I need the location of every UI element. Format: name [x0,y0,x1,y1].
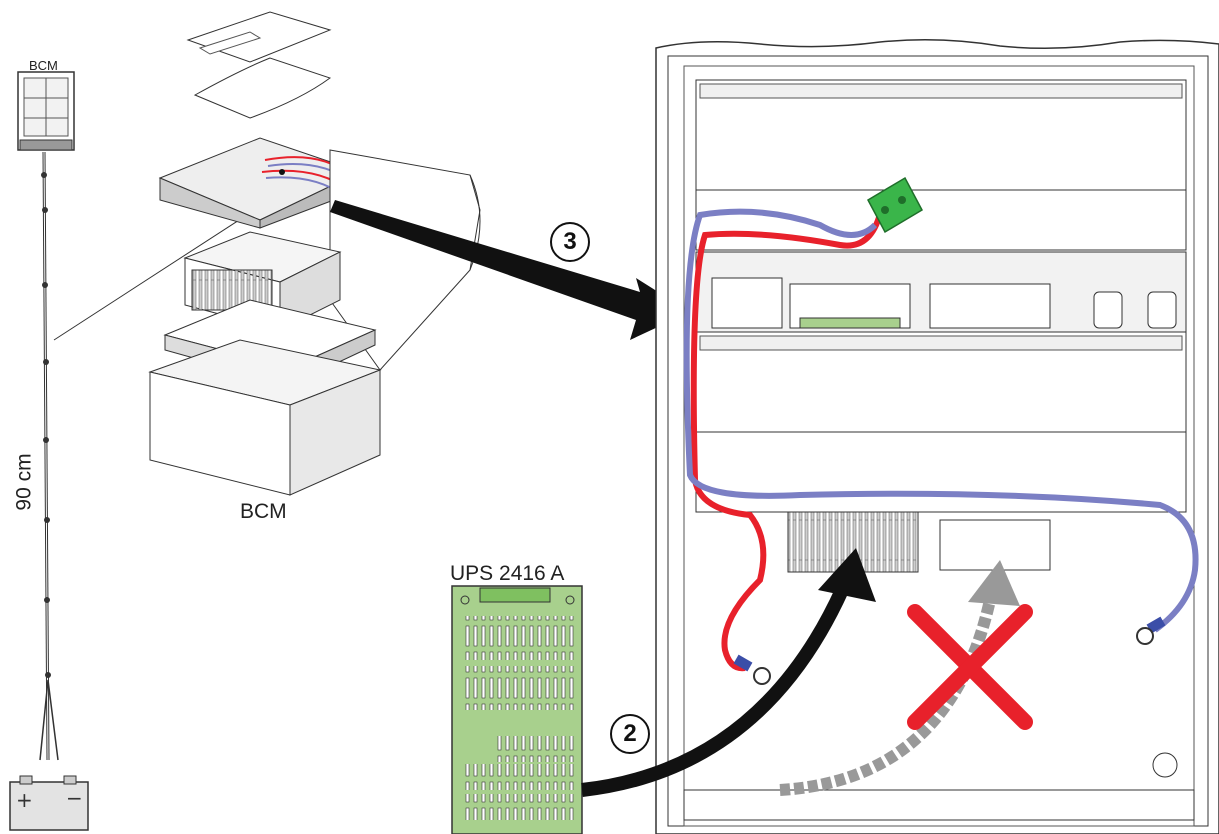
bcm-cable [39,151,271,761]
battery-icon [9,775,89,831]
bcm-module-label: BCM [240,500,287,523]
step-2-badge: 2 [610,714,650,754]
bcm-small-unit [17,71,75,151]
battery-plus-label: + [16,788,33,812]
arrow-step-2-wrong [779,560,1020,796]
bag [193,57,332,119]
cable-length-label: 90 cm [12,453,36,511]
bcm-small-label: BCM [29,58,58,73]
cross-mark-icon [907,604,1033,730]
ring-terminal-icon [733,616,1166,685]
ups-module [451,585,583,834]
manual-sheet [186,11,332,63]
arrow-step-3 [330,200,690,340]
arrow-step-2-correct [581,548,876,797]
blue-cable [683,208,1199,633]
connector-plug-icon [867,176,923,234]
cabinet [655,39,1219,834]
carton-box [148,339,382,496]
step-3-badge: 3 [550,222,590,262]
ups-module-label: UPS 2416 A [450,562,565,585]
battery-minus-label: − [66,786,83,810]
